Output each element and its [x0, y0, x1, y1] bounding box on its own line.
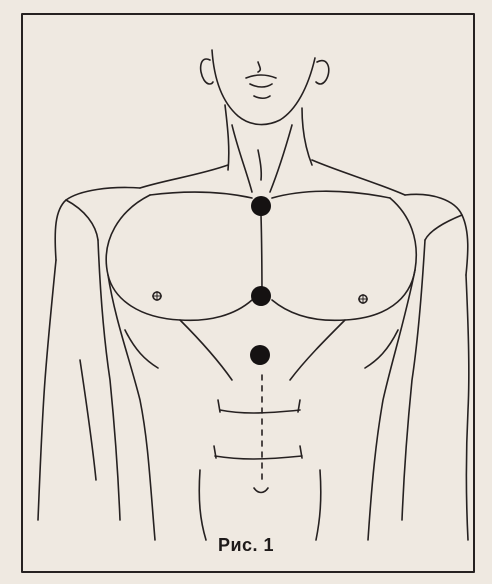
neck-left — [225, 105, 229, 170]
right-trapezius — [312, 160, 405, 195]
abs-upper-left-tick — [218, 400, 300, 412]
right-clavicle — [272, 191, 390, 198]
left-trapezius — [140, 165, 228, 188]
neck-muscle-right — [270, 125, 292, 192]
figure-caption: Рис. 1 — [0, 535, 492, 556]
chin-line — [254, 96, 270, 98]
right-flank — [368, 270, 415, 540]
right-nipple-mark — [358, 294, 368, 304]
marked-point-1 — [251, 196, 271, 216]
marked-point-3 — [250, 345, 270, 365]
abs-upper — [220, 410, 300, 413]
nose-line — [258, 62, 260, 72]
right-pectoral — [272, 198, 416, 320]
left-rib-arch — [180, 320, 232, 380]
left-biceps — [80, 360, 96, 480]
right-ear — [316, 61, 329, 84]
left-clavicle — [150, 192, 252, 198]
left-pectoral — [106, 195, 252, 320]
lower-left-abdomen — [199, 470, 206, 540]
lower-right-abdomen — [316, 470, 321, 540]
abs-middle-ticks — [214, 446, 302, 458]
left-arm-outer — [38, 260, 56, 520]
left-deltoid — [66, 200, 98, 240]
throat-line — [258, 150, 261, 180]
right-deltoid — [425, 215, 462, 240]
abs-middle — [215, 456, 302, 459]
lips — [246, 75, 276, 87]
left-ear — [201, 59, 213, 84]
right-arm-inner — [402, 240, 425, 520]
right-rib-arch — [290, 320, 345, 380]
left-nipple-mark — [152, 291, 162, 301]
neck-right — [302, 108, 312, 165]
right-arm-outer — [466, 275, 469, 540]
navel — [254, 488, 268, 493]
marked-point-2 — [251, 286, 271, 306]
neck-muscle-left — [232, 125, 252, 192]
